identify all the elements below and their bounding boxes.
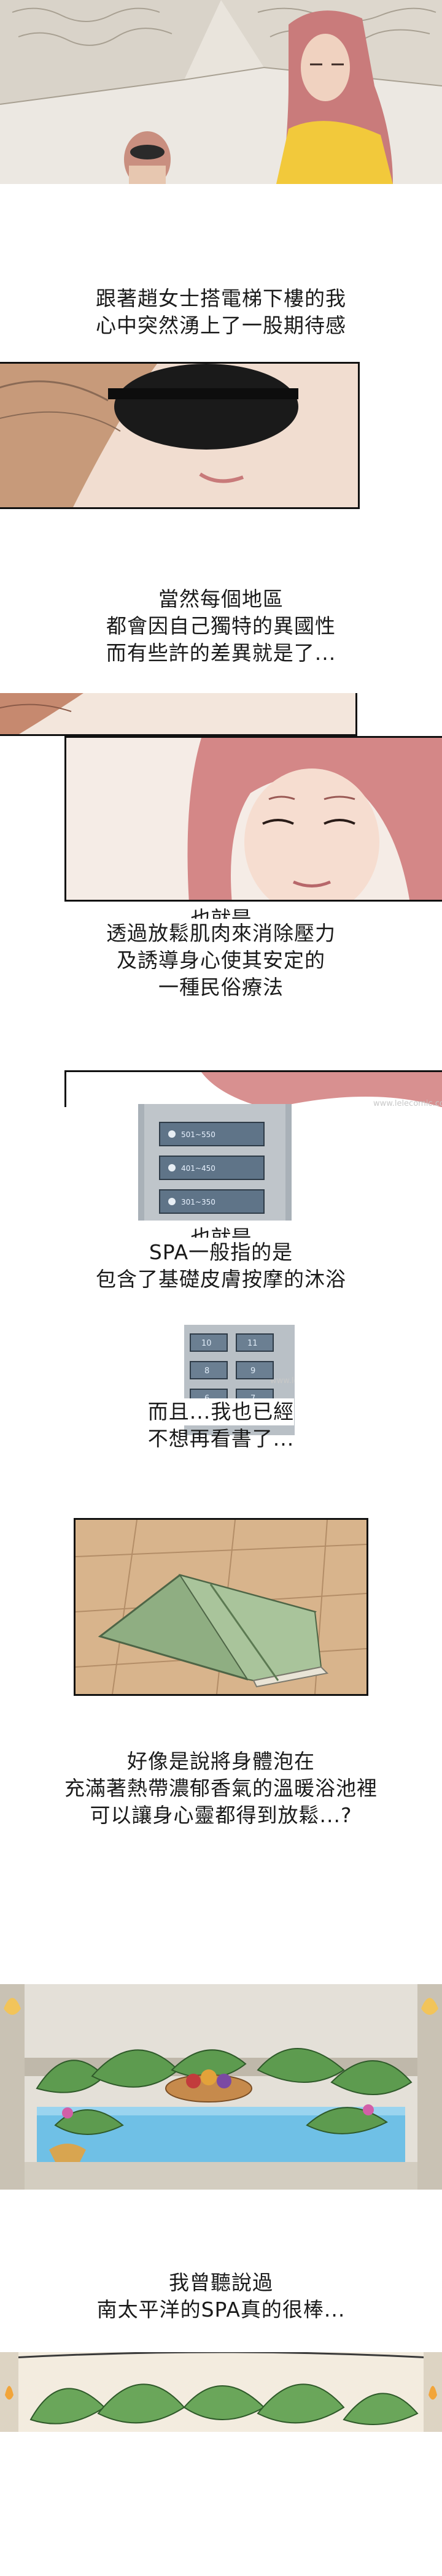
panel-hair-strip (0, 693, 357, 736)
partial-text: 也就是 (191, 1227, 252, 1238)
floor-label: 301~350 (181, 1198, 215, 1206)
partial-caption-cutoff: 也就是 (0, 908, 442, 919)
caption-line: 一種民俗療法 (158, 975, 284, 999)
panel-tropical-spa (0, 1984, 442, 2190)
panel-woman-closeup (64, 736, 442, 902)
panel-elevator-floors: 501~550 401~450 301~350 (138, 1104, 292, 1221)
woman-closeup-art (66, 738, 442, 900)
elevator-button-number: 10 (201, 1339, 212, 1348)
watermark-text: www.lelecomic.com (373, 1099, 442, 1107)
caption-no-more-reading: 而且...我也已經 不想再看書了... (0, 1398, 442, 1452)
caption-line: 透過放鬆肌肉來消除壓力 (106, 921, 336, 945)
caption-spa-definition: SPA一般指的是 包含了基礎皮膚按摩的沐浴 (0, 1239, 442, 1293)
caption-anticipation: 跟著趙女士搭電梯下樓的我 心中突然湧上了一股期待感 (0, 285, 442, 339)
panel-hair-edge: www.lelecomic.com (64, 1070, 442, 1107)
watermark-text: www.lelecomic.com (270, 1376, 295, 1386)
panel-lobby-ceiling (0, 0, 442, 184)
caption-line: 南太平洋的SPA真的很棒... (96, 2298, 346, 2321)
caption-line: 都會因自己獨特的異國性 (106, 614, 336, 638)
book-on-floor-art (76, 1520, 366, 1694)
caption-line: 而且...我也已經 (147, 1398, 295, 1425)
partial-caption-cutoff: 也就是 (0, 1227, 442, 1238)
floor-label: 501~550 (181, 1130, 215, 1139)
partial-text: 也就是 (191, 908, 252, 919)
caption-line: 跟著趙女士搭電梯下樓的我 (96, 286, 346, 310)
panel-tropical-leaves (0, 2352, 442, 2432)
sunglasses-face-art (0, 364, 358, 507)
caption-regional-differences: 當然每個地區 都會因自己獨特的異國性 而有些許的差異就是了... (0, 586, 442, 667)
floor-label: 401~450 (181, 1164, 215, 1173)
caption-line: 不想再看書了... (147, 1427, 295, 1451)
tropical-leaves-art (0, 2352, 442, 2432)
caption-line: 當然每個地區 (158, 587, 284, 611)
panel-book-on-floor (74, 1518, 368, 1696)
caption-line: 充滿著熱帶濃郁香氣的溫暖浴池裡 (64, 1776, 378, 1800)
caption-south-pacific-spa: 我曾聽說過 南太平洋的SPA真的很棒... (0, 2269, 442, 2323)
elevator-button-number: 9 (250, 1367, 255, 1376)
elevator-button-number: 8 (204, 1367, 209, 1376)
panel-sunglasses (0, 362, 360, 509)
caption-line: 包含了基礎皮膚按摩的沐浴 (96, 1267, 346, 1291)
caption-line: 我曾聽說過 (169, 2271, 273, 2294)
caption-line: 好像是說將身體泡在 (127, 1749, 315, 1773)
caption-line: 而有些許的差異就是了... (106, 641, 336, 665)
caption-line: 可以讓身心靈都得到放鬆...? (90, 1803, 352, 1827)
caption-line: 及誘導身心使其安定的 (117, 948, 325, 972)
caption-folk-therapy: 透過放鬆肌肉來消除壓力 及誘導身心使其安定的 一種民俗療法 (0, 920, 442, 1001)
lobby-ceiling-art (0, 0, 442, 184)
elevator-button-number: 11 (247, 1339, 258, 1348)
hair-edge-art: www.lelecomic.com (66, 1072, 442, 1107)
caption-line: SPA一般指的是 (149, 1240, 293, 1264)
caption-warm-bath: 好像是說將身體泡在 充滿著熱帶濃郁香氣的溫暖浴池裡 可以讓身心靈都得到放鬆...… (0, 1748, 442, 1829)
caption-line: 心中突然湧上了一股期待感 (96, 313, 346, 337)
elevator-floor-art: 501~550 401~450 301~350 (138, 1104, 292, 1221)
tropical-spa-art (0, 1984, 442, 2190)
hair-strip-art (0, 693, 355, 734)
